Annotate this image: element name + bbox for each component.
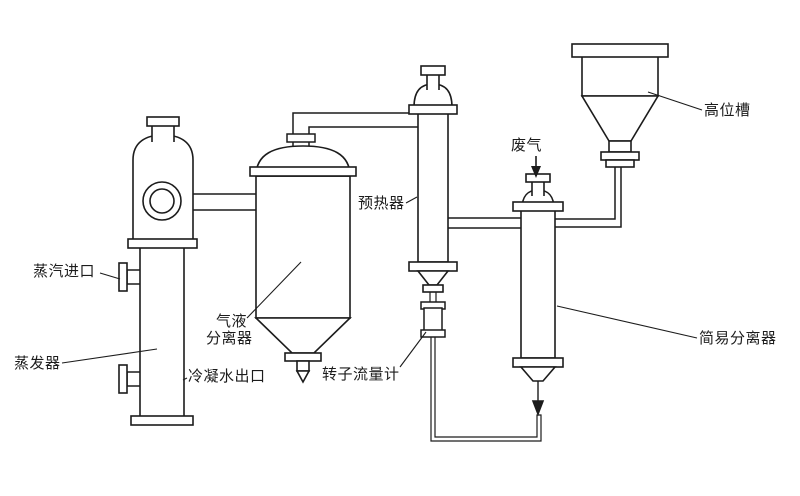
preheater-vessel xyxy=(408,65,458,293)
label-rotameter: 转子流量计 xyxy=(322,365,400,383)
preheater-body xyxy=(417,106,449,263)
simple-separator-top-flange xyxy=(512,201,564,212)
separator-outlet-tip xyxy=(295,370,311,384)
preheater-top-flange xyxy=(408,104,458,115)
label-gas-liquid-separator-line1: 气液 xyxy=(216,312,248,330)
label-gas-liquid-separator-line2: 分离器 xyxy=(206,329,253,347)
leader-lines xyxy=(61,91,703,381)
head-tank-body xyxy=(581,55,659,97)
label-preheater: 预热器 xyxy=(358,194,405,212)
evaporator-body xyxy=(139,242,185,425)
gas-liquid-separator-vessel xyxy=(249,145,357,384)
head-tank-cone xyxy=(580,95,660,142)
waste-gas-indicator xyxy=(531,156,541,178)
leader-line-simple-separator xyxy=(556,305,698,339)
evaporator-base-flange xyxy=(130,415,194,426)
evaporator-sight-glass-inner xyxy=(149,188,175,214)
label-steam-inlet: 蒸汽进口 xyxy=(33,262,96,280)
label-head-tank: 高位槽 xyxy=(704,101,751,119)
head-tank-flange-lower xyxy=(605,159,635,168)
simple-separator-body xyxy=(520,208,556,359)
waste-gas-arrow-head xyxy=(531,166,541,178)
simple-separator-bottom-flange xyxy=(512,357,564,368)
leader-line-rotameter xyxy=(399,331,427,368)
head-tank-neck xyxy=(608,140,632,153)
rotameter-body xyxy=(423,307,443,332)
leader-line-gas-liquid-separator xyxy=(246,261,302,319)
evaporator-vessel xyxy=(118,116,198,426)
leader-line-head-tank xyxy=(647,91,703,111)
preheater-bottom-flange xyxy=(408,261,458,272)
evaporator-condensate-flange xyxy=(118,364,128,394)
evaporator-transition-flange xyxy=(127,238,198,249)
evaporator-top-nozzle-cap xyxy=(146,116,180,127)
separator-body xyxy=(255,175,351,319)
pipe-evaporator-to-separator xyxy=(187,193,263,211)
separator-cone-flange xyxy=(284,352,322,362)
preheater-top-nozzle-cap xyxy=(420,65,446,76)
pipe-separator-to-preheater xyxy=(292,112,425,150)
separator-cone xyxy=(254,317,352,354)
leader-line-steam-inlet xyxy=(99,272,121,280)
separator-top-flange xyxy=(249,166,357,177)
rotameter-bottom-cap xyxy=(420,329,446,338)
pipe-bottom-return xyxy=(430,333,542,442)
pipe-preheater-to-simple-separator xyxy=(443,217,526,229)
head-tank-lid xyxy=(571,43,669,58)
pipes-layer xyxy=(187,112,622,442)
separator-outlet-stub xyxy=(296,360,310,372)
evaporator-steam-inlet-flange xyxy=(118,262,128,292)
label-waste-gas: 废气 xyxy=(511,136,543,154)
label-condensate-outlet: 冷凝水出口 xyxy=(188,367,266,385)
label-gas-liquid-separator: 气液 分离器 xyxy=(206,313,253,347)
pipe-head-tank-to-simple-separator xyxy=(550,162,622,228)
leader-line-preheater xyxy=(405,196,418,204)
simple-separator-drain-arrow xyxy=(531,400,545,417)
simple-separator-cone xyxy=(519,366,557,382)
simple-separator-vessel xyxy=(512,173,564,417)
leader-line-condensate-outlet xyxy=(182,377,188,381)
head-tank-flange-upper xyxy=(600,151,640,161)
separator-neck-flange xyxy=(286,133,316,143)
label-evaporator: 蒸发器 xyxy=(14,354,61,372)
leader-line-evaporator xyxy=(61,348,158,364)
rotameter-device xyxy=(420,301,446,338)
simple-separator-top-cap xyxy=(525,173,551,183)
label-simple-separator: 简易分离器 xyxy=(699,329,777,347)
preheater-bottom-cone xyxy=(416,270,450,286)
preheater-stub-flange xyxy=(422,284,444,293)
head-tank-vessel xyxy=(571,43,669,168)
